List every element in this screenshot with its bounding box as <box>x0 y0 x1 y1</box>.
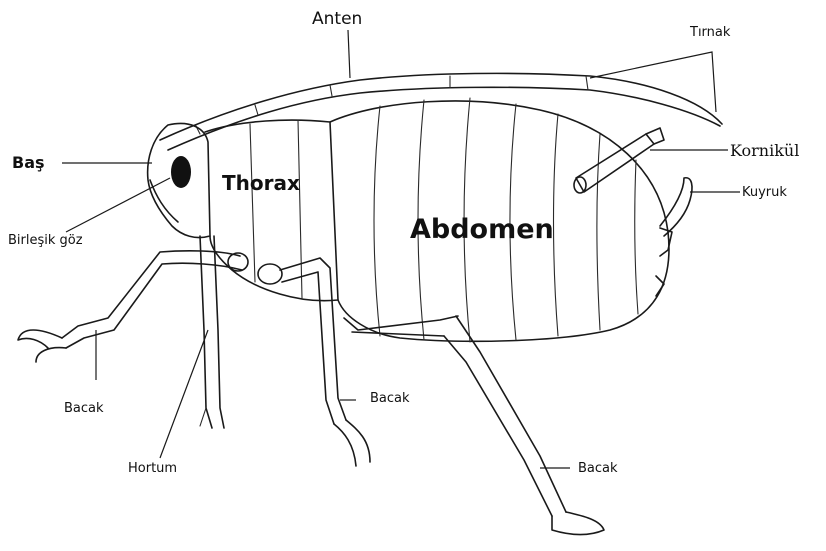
hind-leg <box>344 316 604 535</box>
label-birlesik-goz: Birleşik göz <box>8 233 83 248</box>
label-thorax: Thorax <box>222 171 300 195</box>
label-bacak-hind: Bacak <box>578 461 618 476</box>
label-bacak-middle: Bacak <box>370 391 410 406</box>
label-tirnak: Tırnak <box>689 25 731 40</box>
cauda <box>660 178 692 236</box>
label-bacak-front: Bacak <box>64 401 104 416</box>
label-kornikul: Kornikül <box>730 141 799 160</box>
front-leg <box>18 251 248 362</box>
label-anten: Anten <box>312 9 362 29</box>
label-hortum: Hortum <box>128 461 177 476</box>
label-abdomen: Abdomen <box>410 214 554 245</box>
label-bas: Baş <box>12 153 45 172</box>
middle-leg <box>258 258 370 466</box>
head <box>148 124 210 238</box>
label-kuyruk: Kuyruk <box>742 185 787 200</box>
compound-eye <box>171 156 191 188</box>
